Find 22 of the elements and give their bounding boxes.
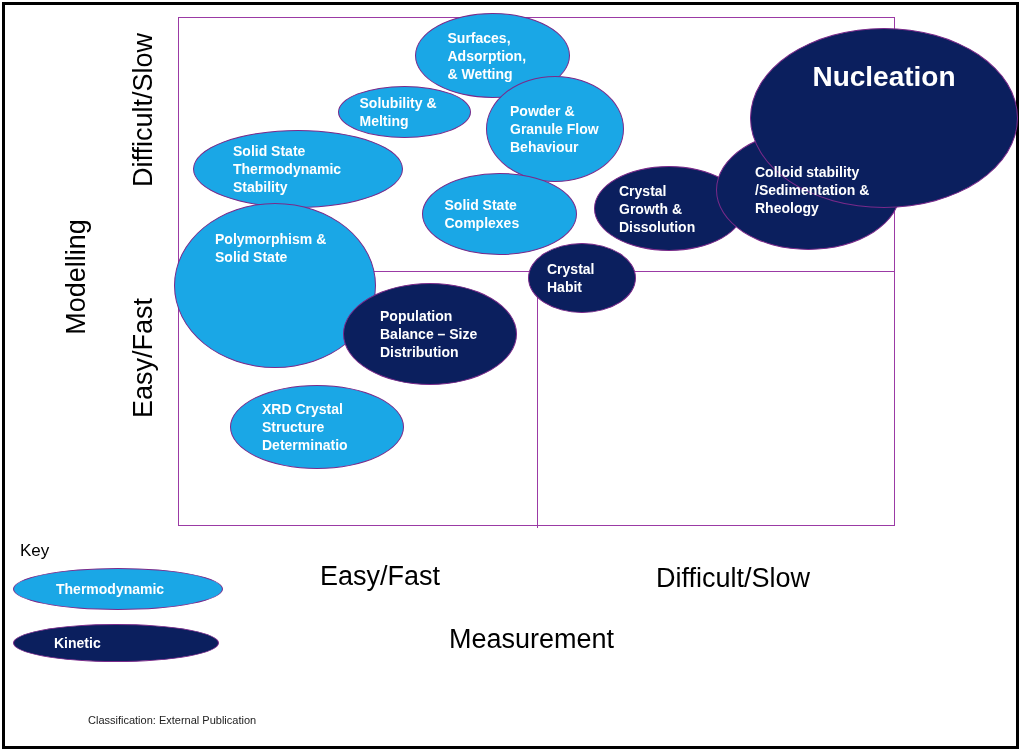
bubble-label: Solubility & Melting xyxy=(359,94,438,130)
axis-title: Measurement xyxy=(449,624,615,655)
bubble-label: XRD Crystal Structure Determinatio xyxy=(262,400,349,454)
legend-title: Key xyxy=(20,541,50,561)
bubble-label: Polymorphism & Solid State xyxy=(215,230,328,266)
bubble-label: Solid State Complexes xyxy=(444,196,521,232)
bubble-label: Colloid stability /Sedimentation & Rheology xyxy=(755,163,871,217)
legend-label: Thermodynamic xyxy=(56,580,165,598)
axis-label: Easy/Fast xyxy=(320,561,441,592)
axis-label: Easy/Fast xyxy=(127,298,159,418)
bubble-label: Powder & Granule Flow Behaviour xyxy=(510,102,600,156)
bubble-label: Population Balance – Size Distribution xyxy=(380,307,479,361)
legend-label: Kinetic xyxy=(54,634,101,652)
axis-title: Modelling xyxy=(60,219,92,335)
axis-label: Difficult/Slow xyxy=(127,32,159,188)
classification-note: Classification: External Publication xyxy=(88,714,257,726)
bubble-label: Solid State Thermodynamic Stability xyxy=(233,142,343,196)
bubble-label: Crystal Growth & Dissolution xyxy=(619,181,697,236)
axis-label: Difficult/Slow xyxy=(656,563,811,594)
bubble-label: Crystal Habit xyxy=(547,260,596,296)
bubble-label: Surfaces, Adsorption, & Wetting xyxy=(447,28,528,83)
bubble-label: Nucleation xyxy=(812,61,956,93)
